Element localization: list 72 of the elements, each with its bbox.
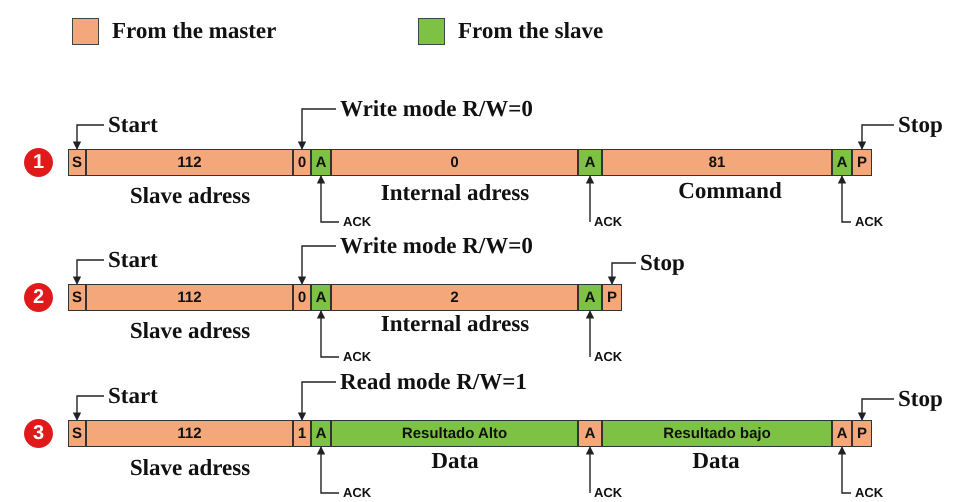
field-caption: Data [692,448,740,474]
bit-field: P [852,420,872,447]
leader-arrow [858,398,894,421]
field-caption: Data [431,448,479,474]
bit-field: 112 [86,284,293,311]
bit-field: 81 [602,149,832,176]
ack-label: ACK [343,214,372,230]
bit-field: S [68,420,86,447]
bit-field: 2 [331,284,578,311]
leader-arrow [72,124,104,150]
field-caption: Slave adress [130,455,250,481]
bit-field: A [311,284,331,311]
bit-field: 0 [293,149,311,176]
bit-field: 0 [293,284,311,311]
leader-arrow [298,245,336,285]
leader-arrow [316,446,339,494]
bit-field: A [578,284,602,311]
bit-field: A [311,149,331,176]
ack-label: ACK [855,485,884,501]
step-number-badge: 3 [24,419,53,448]
bit-field: S [68,149,86,176]
leader-arrow [838,175,851,223]
field-caption: Slave adress [130,183,250,209]
leader-arrow [72,395,104,421]
ack-label: ACK [594,349,622,365]
legend-text: From the slave [458,18,604,44]
leader-arrow [586,446,594,494]
leader-arrow [858,124,894,150]
bit-field: P [602,284,622,311]
ack-label: ACK [343,485,372,501]
leader-arrow [608,262,636,285]
field-caption: Slave adress [130,318,250,344]
callout-text: Start [108,247,158,273]
callout-text: Start [108,112,158,138]
bit-field: 0 [331,149,578,176]
leader-arrow [316,175,339,223]
leader-arrow [586,310,594,358]
ack-label: ACK [594,485,622,501]
field-caption: Internal adress [380,180,530,206]
callout-text: Write mode R/W=0 [340,233,533,259]
callout-text: Stop [898,386,943,412]
ack-label: ACK [855,214,884,230]
bit-field: A [578,420,602,447]
bit-field: 1 [293,420,311,447]
leader-arrow [298,108,336,150]
step-number-badge: 1 [24,148,53,177]
bit-field: A [311,420,331,447]
leader-arrow [72,259,104,285]
bit-field: 112 [86,149,293,176]
bit-field: S [68,284,86,311]
callout-text: Start [108,383,158,409]
callout-text: Write mode R/W=0 [340,96,533,122]
callout-text: Stop [898,112,943,138]
field-caption: Command [678,178,782,204]
callout-text: Read mode R/W=1 [340,369,527,395]
leader-arrow [298,381,336,421]
leader-arrow [586,175,594,223]
bit-field: A [832,149,852,176]
bit-field: A [578,149,602,176]
field-caption: Internal adress [380,311,530,337]
legend-text: From the master [112,18,276,44]
bit-field: 112 [86,420,293,447]
leader-arrow [316,310,339,358]
bit-field: A [832,420,852,447]
bit-field: P [852,149,872,176]
ack-label: ACK [594,214,622,230]
ack-label: ACK [343,349,372,365]
leader-arrow [838,446,851,494]
step-number-badge: 2 [24,283,53,312]
bit-field: Resultado Alto [331,420,578,447]
callout-text: Stop [640,250,685,276]
bit-field: Resultado bajo [602,420,832,447]
